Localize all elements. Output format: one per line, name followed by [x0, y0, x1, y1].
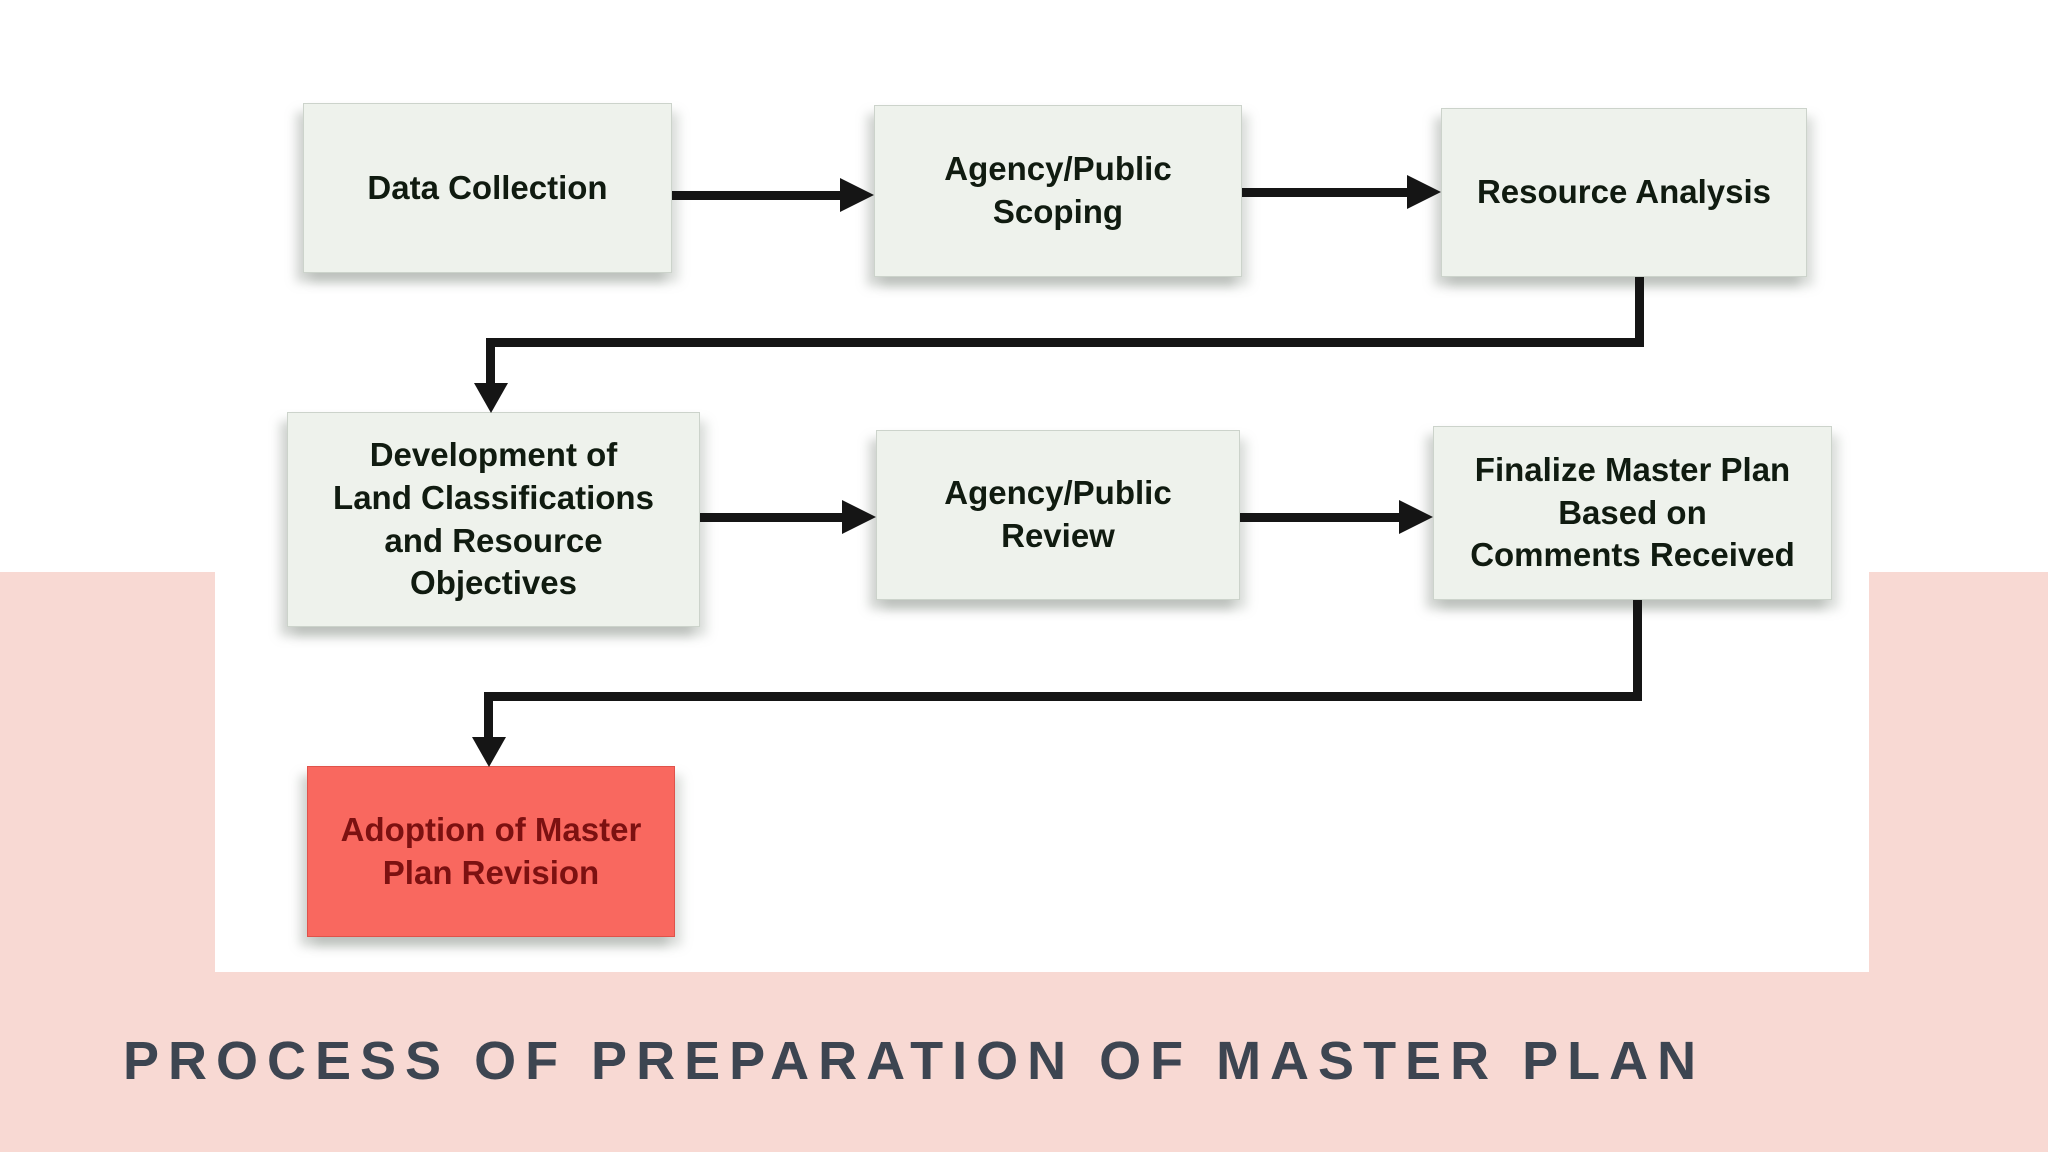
connector-analysis-drop — [486, 338, 495, 384]
flow-node-label: Development of Land Classifications and … — [333, 435, 654, 602]
flow-node-adoption-master-plan-revision: Adoption of Master Plan Revision — [307, 766, 675, 937]
flow-node-development-land-classifications: Development of Land Classifications and … — [287, 412, 700, 627]
flow-node-data-collection: Data Collection — [303, 103, 672, 273]
flow-node-label: Data Collection — [367, 168, 608, 206]
arrowhead-review-to-finalize — [1399, 500, 1433, 534]
connector-finalize-across — [484, 692, 1642, 701]
flow-node-label: Resource Analysis — [1476, 173, 1772, 211]
connector-finalize-down — [1633, 600, 1642, 700]
arrowhead-analysis-to-development — [474, 383, 508, 413]
arrowhead-collection-to-scoping — [840, 178, 874, 212]
arrowhead-scoping-to-analysis — [1407, 175, 1441, 209]
flow-node-resource-analysis: Resource Analysis — [1441, 108, 1807, 277]
arrow-line-review-to-finalize — [1240, 513, 1399, 522]
flow-node-finalize-master-plan: Finalize Master Plan Based on Comments R… — [1433, 426, 1832, 600]
flow-node-agency-public-review: Agency/Public Review — [876, 430, 1240, 600]
arrowhead-development-to-review — [842, 500, 876, 534]
flow-node-label: Agency/Public Scoping — [944, 150, 1172, 230]
arrow-line-scoping-to-analysis — [1242, 188, 1407, 197]
flow-node-agency-public-scoping: Agency/Public Scoping — [874, 105, 1242, 277]
arrow-line-collection-to-scoping — [672, 191, 840, 200]
flow-node-label: Adoption of Master Plan Revision — [340, 810, 642, 891]
arrowhead-finalize-to-adoption — [472, 737, 506, 767]
diagram-title: PROCESS OF PREPARATION OF MASTER PLAN — [123, 1031, 1706, 1091]
connector-analysis-down — [1635, 277, 1644, 347]
arrow-line-development-to-review — [700, 513, 842, 522]
connector-finalize-drop — [484, 692, 493, 738]
connector-analysis-across — [486, 338, 1644, 347]
flow-node-label: Finalize Master Plan Based on Comments R… — [1470, 450, 1795, 574]
flow-node-label: Agency/Public Review — [944, 474, 1172, 554]
